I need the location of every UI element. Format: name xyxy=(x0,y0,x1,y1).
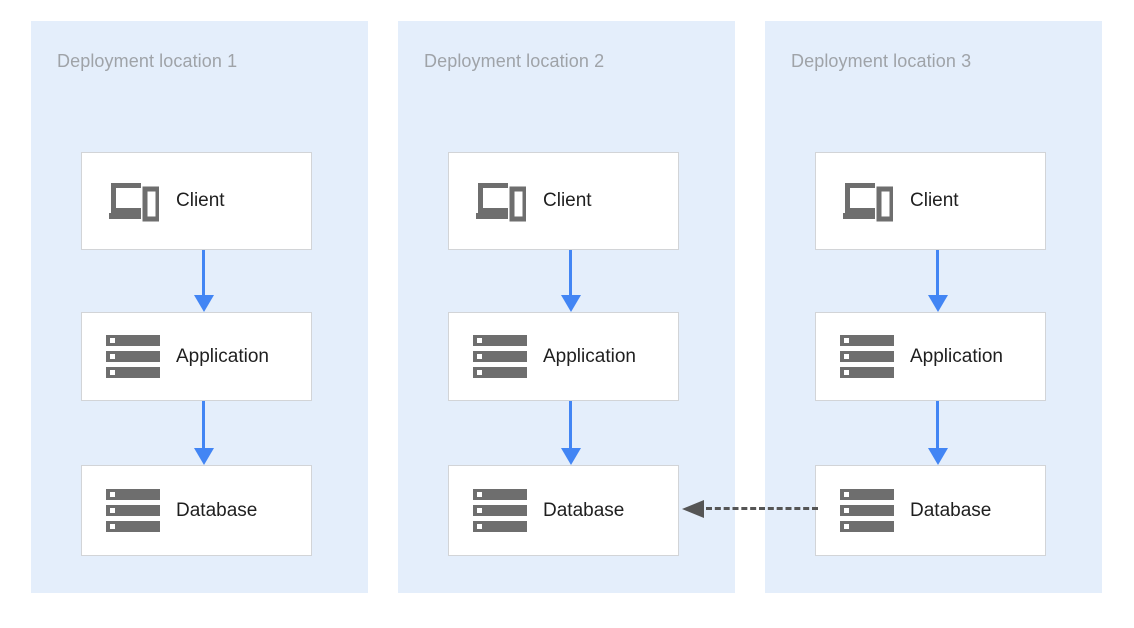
arrow-head-down-icon xyxy=(561,295,581,312)
server-icon xyxy=(471,331,529,383)
arrow-stem xyxy=(202,401,205,450)
arrow-stem xyxy=(936,250,939,297)
server-bar xyxy=(473,367,527,378)
server-bar xyxy=(106,505,160,516)
panel-title-location-2: Deployment location 2 xyxy=(424,51,605,71)
arrow-stem xyxy=(202,250,205,297)
deployment-location-2-panel: Deployment location 2 Client xyxy=(398,21,735,593)
arrow-head-down-icon xyxy=(928,295,948,312)
arrow-stem xyxy=(569,250,572,297)
server-bar xyxy=(840,505,894,516)
server-icon xyxy=(838,331,896,383)
server-bar xyxy=(106,335,160,346)
node-label-client: Client xyxy=(910,190,959,211)
node-label-client: Client xyxy=(543,190,592,211)
server-bar xyxy=(840,367,894,378)
node-label-application: Application xyxy=(543,345,636,367)
server-bar xyxy=(106,489,160,500)
arrow-stem xyxy=(936,401,939,450)
node-label-client: Client xyxy=(176,190,225,211)
arrow-application-to-database-location-2 xyxy=(561,401,581,465)
node-application-location-2[interactable]: Application xyxy=(448,312,679,401)
server-bar xyxy=(473,489,527,500)
client-devices-icon xyxy=(104,175,162,227)
arrow-head-down-icon xyxy=(194,295,214,312)
node-label-application: Application xyxy=(176,345,269,367)
server-icon xyxy=(471,485,529,537)
arrow-head-down-icon xyxy=(561,448,581,465)
node-database-location-2[interactable]: Database xyxy=(448,465,679,556)
server-bar xyxy=(106,521,160,532)
server-bar xyxy=(840,335,894,346)
server-bar xyxy=(473,335,527,346)
arrow-client-to-application-location-3 xyxy=(928,250,948,312)
node-label-database: Database xyxy=(176,499,258,521)
node-client-location-2[interactable]: Client xyxy=(448,152,679,250)
database-replication-arrow xyxy=(682,500,818,518)
server-icon xyxy=(838,485,896,537)
node-label-application: Application xyxy=(910,345,1003,367)
arrow-client-to-application-location-1 xyxy=(194,250,214,312)
client-devices-icon xyxy=(838,175,896,227)
node-label-database: Database xyxy=(543,499,625,521)
node-label-database: Database xyxy=(910,499,992,521)
server-bar xyxy=(840,521,894,532)
arrow-head-down-icon xyxy=(928,448,948,465)
server-bar xyxy=(840,351,894,362)
node-client-location-3[interactable]: Client xyxy=(815,152,1046,250)
client-devices-icon xyxy=(471,175,529,227)
deployment-location-1-panel: Deployment location 1 Client xyxy=(31,21,368,593)
server-bar xyxy=(840,489,894,500)
node-application-location-3[interactable]: Application xyxy=(815,312,1046,401)
panel-title-location-3: Deployment location 3 xyxy=(791,51,972,71)
server-bar xyxy=(473,505,527,516)
panel-title-location-1: Deployment location 1 xyxy=(57,51,238,71)
arrow-head-down-icon xyxy=(194,448,214,465)
server-bar xyxy=(106,367,160,378)
server-icon xyxy=(104,331,162,383)
deployment-location-3-panel: Deployment location 3 Client xyxy=(765,21,1102,593)
node-database-location-1[interactable]: Database xyxy=(81,465,312,556)
node-application-location-1[interactable]: Application xyxy=(81,312,312,401)
dashed-connector-line xyxy=(706,507,818,510)
arrow-application-to-database-location-3 xyxy=(928,401,948,465)
arrow-stem xyxy=(569,401,572,450)
node-database-location-3[interactable]: Database xyxy=(815,465,1046,556)
arrow-head-left-icon xyxy=(682,500,704,518)
server-bar xyxy=(106,351,160,362)
node-client-location-1[interactable]: Client xyxy=(81,152,312,250)
server-bar xyxy=(473,351,527,362)
arrow-application-to-database-location-1 xyxy=(194,401,214,465)
server-icon xyxy=(104,485,162,537)
server-bar xyxy=(473,521,527,532)
arrow-client-to-application-location-2 xyxy=(561,250,581,312)
